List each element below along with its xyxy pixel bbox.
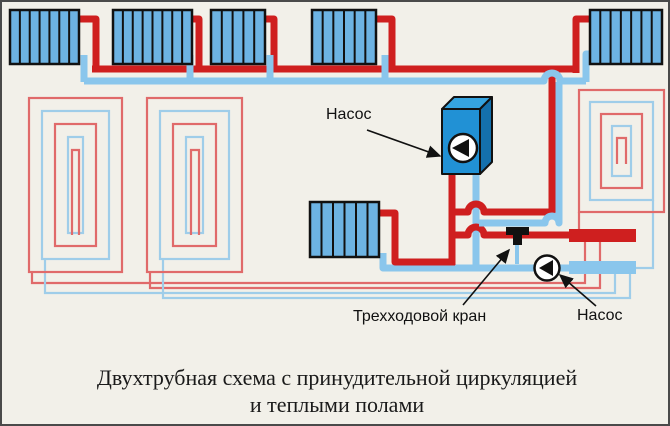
pump-icon	[533, 254, 561, 282]
radiator-4	[310, 8, 378, 66]
supply-pipe-red	[79, 15, 590, 266]
radiator-top-right	[588, 8, 664, 66]
arrow-to-pump-unit	[366, 129, 442, 158]
caption-line-1: Двухтрубная схема с принудительной цирку…	[96, 365, 578, 390]
radiator-group	[8, 8, 664, 259]
floor-coil-right	[577, 88, 666, 229]
label-pump-top: Насос	[326, 106, 372, 123]
radiator-middle	[308, 200, 381, 259]
floor-coil-return-lines	[43, 200, 655, 300]
diagram-caption: Двухтрубная схема с принудительной цирку…	[2, 364, 668, 418]
supply-manifold	[569, 229, 636, 242]
label-pump-bottom: Насос	[577, 307, 623, 324]
arrow-to-valve	[462, 248, 511, 306]
annotation-arrows	[366, 129, 597, 307]
arrow-to-pump	[558, 273, 597, 307]
return-pipe-pump-drops	[379, 157, 569, 272]
radiator-3	[209, 8, 267, 66]
return-manifold	[569, 261, 636, 274]
caption-line-2: и теплыми полами	[249, 392, 425, 417]
pump-unit-icon	[441, 96, 493, 175]
radiator-1	[8, 8, 81, 66]
floor-coil-center	[145, 96, 244, 274]
label-three-way-valve: Трехходовой кран	[353, 308, 487, 325]
three-way-valve-icon	[506, 227, 529, 245]
floor-coil-left	[27, 96, 124, 274]
radiator-2	[111, 8, 194, 66]
